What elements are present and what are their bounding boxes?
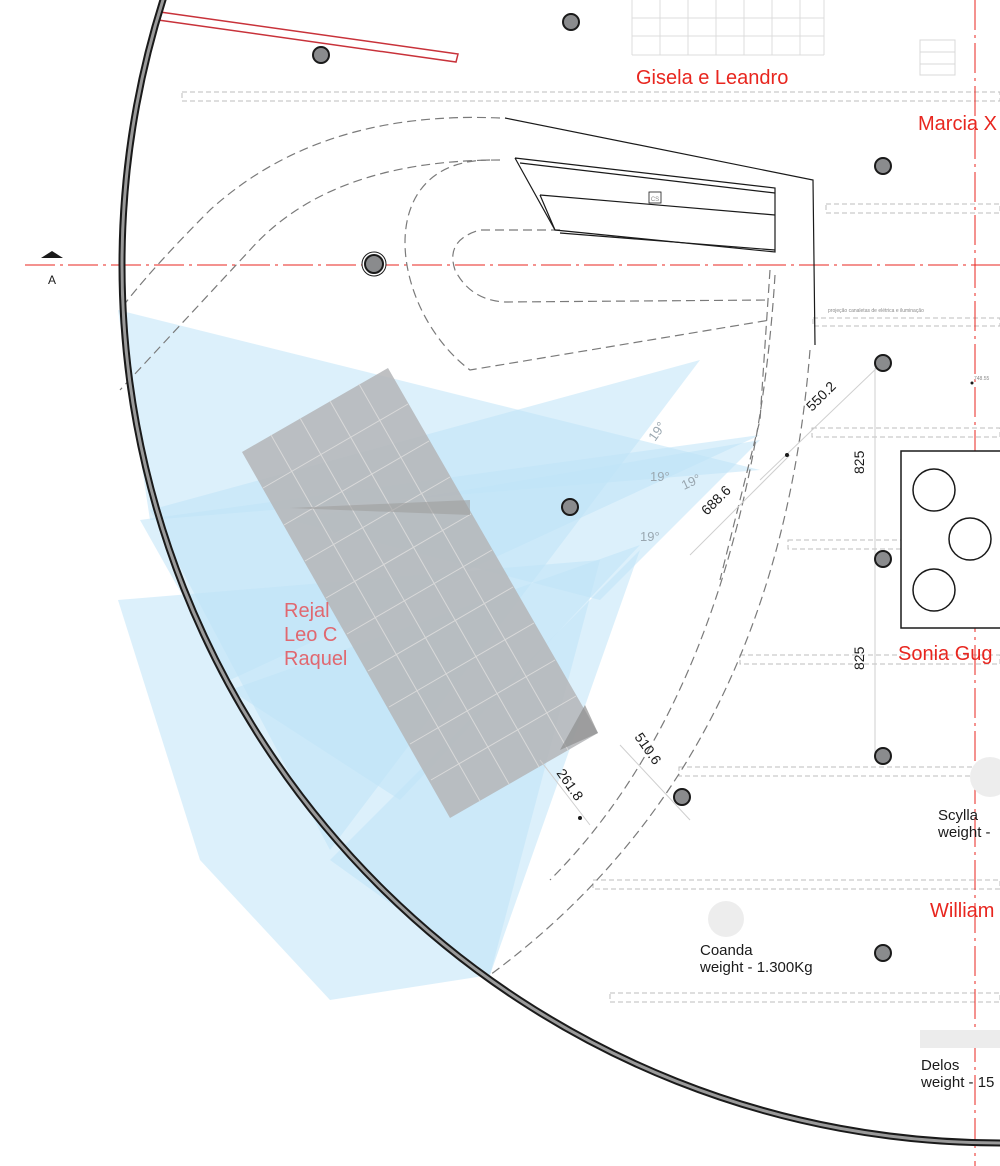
section-marker bbox=[41, 251, 63, 258]
column bbox=[562, 13, 580, 31]
delos-weight: weight - 15 bbox=[920, 1074, 994, 1091]
label-william: William bbox=[930, 900, 994, 922]
scylla-name: Scylla bbox=[938, 807, 979, 824]
label-sonia: Sonia Gug bbox=[898, 643, 993, 665]
column bbox=[874, 747, 892, 765]
ramp-structure bbox=[504, 117, 816, 346]
column bbox=[874, 550, 892, 568]
label-marcia: Marcia X bbox=[918, 113, 997, 135]
level-note: 748.55 bbox=[974, 376, 990, 382]
column bbox=[874, 354, 892, 372]
conduit-note: projeção canaletas de elétrica e ilumina… bbox=[828, 308, 924, 314]
column bbox=[561, 498, 579, 516]
section-letter: A bbox=[48, 273, 56, 287]
dim-825-b: 825 bbox=[851, 646, 867, 670]
label-group-1: Rejal bbox=[284, 600, 330, 622]
gray-panel bbox=[242, 368, 598, 818]
small-box bbox=[919, 39, 956, 76]
dim-550: 550.2 bbox=[803, 378, 839, 414]
red-banner bbox=[157, 11, 459, 63]
display-box bbox=[900, 450, 1000, 629]
ramp-outline bbox=[119, 116, 811, 976]
floor-grid bbox=[631, 0, 825, 56]
boundary-wall bbox=[118, 0, 1000, 1147]
columns bbox=[312, 13, 892, 962]
ramp-code: CS bbox=[651, 197, 659, 203]
label-gisela: Gisela e Leandro bbox=[636, 67, 788, 89]
column bbox=[874, 157, 892, 175]
dim-825-a: 825 bbox=[851, 450, 867, 474]
column bbox=[874, 944, 892, 962]
label-group-2: Leo C bbox=[284, 624, 337, 646]
delos-block bbox=[920, 1030, 1000, 1048]
scylla-disc bbox=[970, 757, 1000, 797]
central-column bbox=[361, 251, 387, 277]
delos-name: Delos bbox=[921, 1057, 959, 1074]
column bbox=[312, 46, 330, 64]
angle-label: 19° bbox=[640, 529, 660, 544]
coanda-name: Coanda bbox=[700, 942, 753, 959]
scylla-weight: weight - bbox=[937, 824, 991, 841]
dim-510: 510.6 bbox=[632, 730, 665, 768]
coanda-weight: weight - 1.300Kg bbox=[699, 959, 813, 976]
coanda-disc bbox=[708, 901, 744, 937]
angle-label: 19° bbox=[650, 469, 670, 484]
column bbox=[673, 788, 691, 806]
label-group-3: Raquel bbox=[284, 648, 347, 670]
guide-rails bbox=[181, 91, 1000, 1003]
